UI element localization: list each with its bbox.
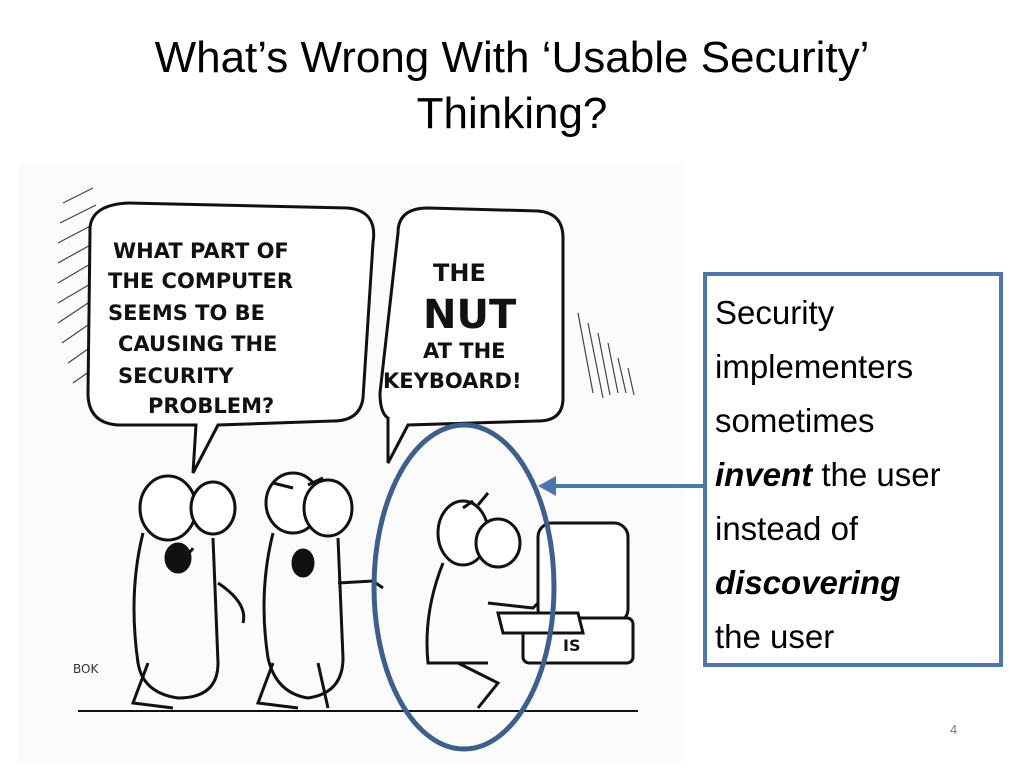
callout-emphasis-invent: invent xyxy=(715,456,813,493)
speech-bubble-left xyxy=(86,201,376,474)
bubble-right-text: THE NUT AT THE KEYBOARD! xyxy=(383,259,522,393)
bubble-right-at-the: AT THE xyxy=(423,339,506,363)
character-left xyxy=(130,474,246,710)
callout-line-6: the user xyxy=(715,618,835,655)
callout-line-3: sometimes xyxy=(715,402,875,439)
computer-label: IS xyxy=(563,636,580,655)
bubble-left-line-5: SECURITY xyxy=(118,364,234,388)
bubble-left-text: WHAT PART OF THE COMPUTER SEEMS TO BE CA… xyxy=(108,239,293,418)
cartoon-image: WHAT PART OF THE COMPUTER SEEMS TO BE CA… xyxy=(18,163,683,763)
page-number: 4 xyxy=(950,722,958,737)
bubble-right-keyboard: KEYBOARD! xyxy=(383,369,522,393)
callout-line-2: implementers xyxy=(715,348,914,385)
hatching-right xyxy=(577,312,635,399)
bubble-left-line-4: CAUSING THE xyxy=(118,332,277,356)
callout-line-5: instead of xyxy=(715,510,859,547)
bubble-left-line-6: PROBLEM? xyxy=(148,394,274,418)
character-middle xyxy=(255,471,384,710)
callout-box: Security implementers sometimes invent t… xyxy=(703,272,1003,667)
callout-line-4-rest: the user xyxy=(812,456,941,493)
callout-line-1: Security xyxy=(715,294,835,331)
bubble-left-line-2: THE COMPUTER xyxy=(108,269,293,293)
character-at-keyboard xyxy=(425,492,550,709)
speech-bubble-right xyxy=(378,206,565,464)
callout-text: Security implementers sometimes invent t… xyxy=(715,286,991,664)
title-line-2: Thinking? xyxy=(416,89,608,138)
bubble-right-nut: NUT xyxy=(423,292,517,338)
artist-signature: BOK xyxy=(73,662,99,676)
title-line-1: What’s Wrong With ‘Usable Security’ xyxy=(154,33,870,82)
bubble-right-the: THE xyxy=(433,259,486,287)
cartoon-drawing: WHAT PART OF THE COMPUTER SEEMS TO BE CA… xyxy=(57,187,638,712)
bubble-left-line-1: WHAT PART OF xyxy=(113,239,289,263)
callout-emphasis-discovering: discovering xyxy=(715,564,901,601)
bubble-left-line-3: SEEMS TO BE xyxy=(108,301,265,325)
slide-title: What’s Wrong With ‘Usable Security’ Thin… xyxy=(40,30,984,142)
